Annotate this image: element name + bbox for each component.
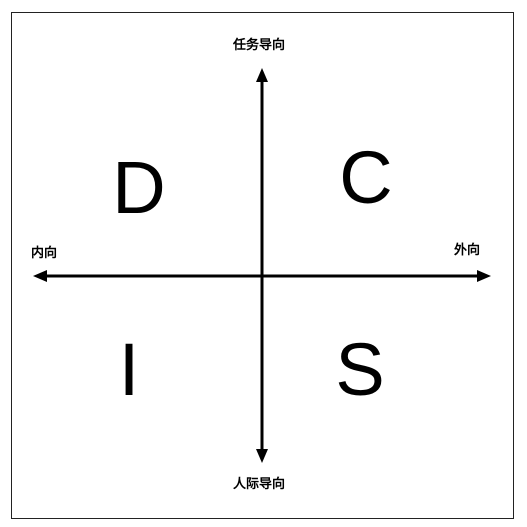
quadrant-s: S xyxy=(335,328,385,411)
quadrant-d: D xyxy=(112,146,166,229)
quadrant-c: C xyxy=(339,136,393,219)
axis-label-bottom: 人际导向 xyxy=(233,477,286,492)
quadrant-i: I xyxy=(118,328,140,411)
axis-label-top: 任务导向 xyxy=(233,38,286,53)
arrow-down xyxy=(256,449,268,463)
diagram-frame xyxy=(11,12,514,519)
arrow-right xyxy=(477,270,491,282)
arrow-up xyxy=(256,68,268,82)
arrow-left xyxy=(33,270,47,282)
axis-label-left: 内向 xyxy=(31,246,58,261)
axis-label-right: 外向 xyxy=(454,243,481,258)
